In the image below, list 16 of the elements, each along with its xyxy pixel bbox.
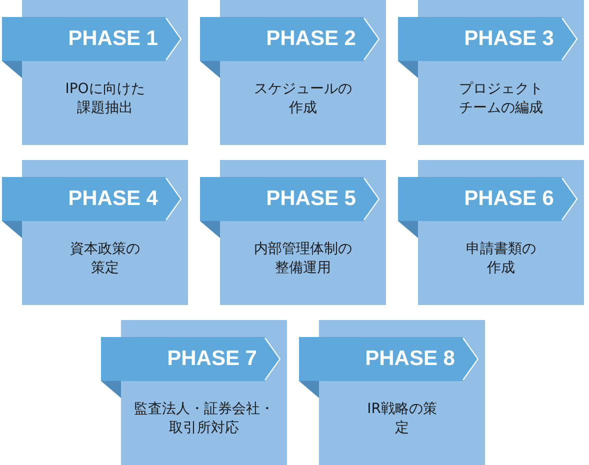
phase-heading: PHASE 3	[464, 26, 554, 52]
phase-heading: PHASE 1	[68, 26, 158, 52]
phase-description: プロジェクトチームの編成	[458, 80, 544, 118]
phase-heading: PHASE 5	[266, 186, 356, 212]
phase-description: 資本政策の策定	[69, 240, 141, 278]
phase-description: IPOに向けた課題抽出	[64, 80, 146, 118]
phase-description: スケジュールの作成	[253, 80, 353, 118]
phase-heading: PHASE 6	[464, 186, 554, 212]
phase-description: 監査法人・証券会社・取引所対応	[133, 400, 275, 438]
phase-heading: PHASE 8	[365, 346, 455, 372]
phase-description: IR戦略の策定	[366, 400, 438, 438]
phase-heading: PHASE 7	[167, 346, 257, 372]
phase-heading: PHASE 4	[68, 186, 158, 212]
phase-description: 内部管理体制の整備運用	[253, 240, 353, 278]
phase-description: 申請書類の作成	[465, 240, 537, 278]
phase-heading: PHASE 2	[266, 26, 356, 52]
